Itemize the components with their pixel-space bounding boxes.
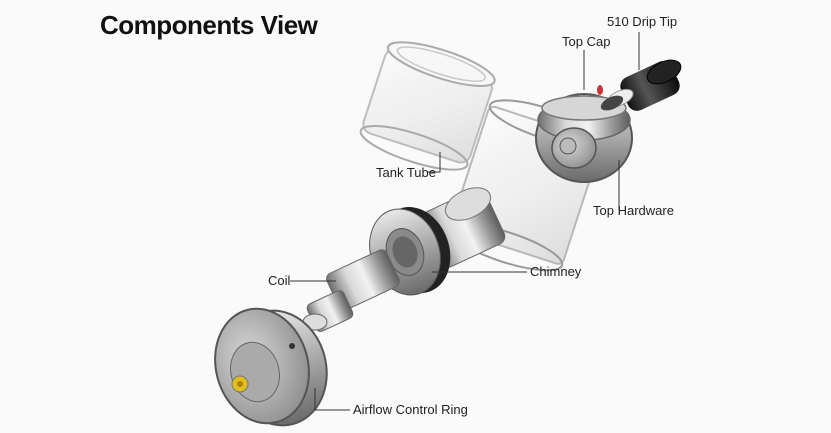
bubble-glass-part — [359, 41, 496, 171]
top-hardware-part — [535, 85, 633, 183]
coil-part — [302, 249, 400, 332]
airflow-base-part — [214, 307, 328, 427]
label-drip-tip: 510 Drip Tip — [607, 14, 677, 29]
chimney-part — [369, 187, 506, 296]
label-coil: Coil — [268, 273, 291, 288]
callout-lines — [290, 32, 640, 411]
page-title: Components View — [100, 10, 318, 40]
label-top-hardware: Top Hardware — [593, 203, 674, 218]
label-airflow-ring: Airflow Control Ring — [353, 402, 468, 417]
label-chimney: Chimney — [530, 264, 582, 279]
label-tank-tube: Tank Tube — [376, 165, 436, 180]
label-top-cap: Top Cap — [562, 34, 610, 49]
drip-tip-part — [600, 59, 682, 111]
